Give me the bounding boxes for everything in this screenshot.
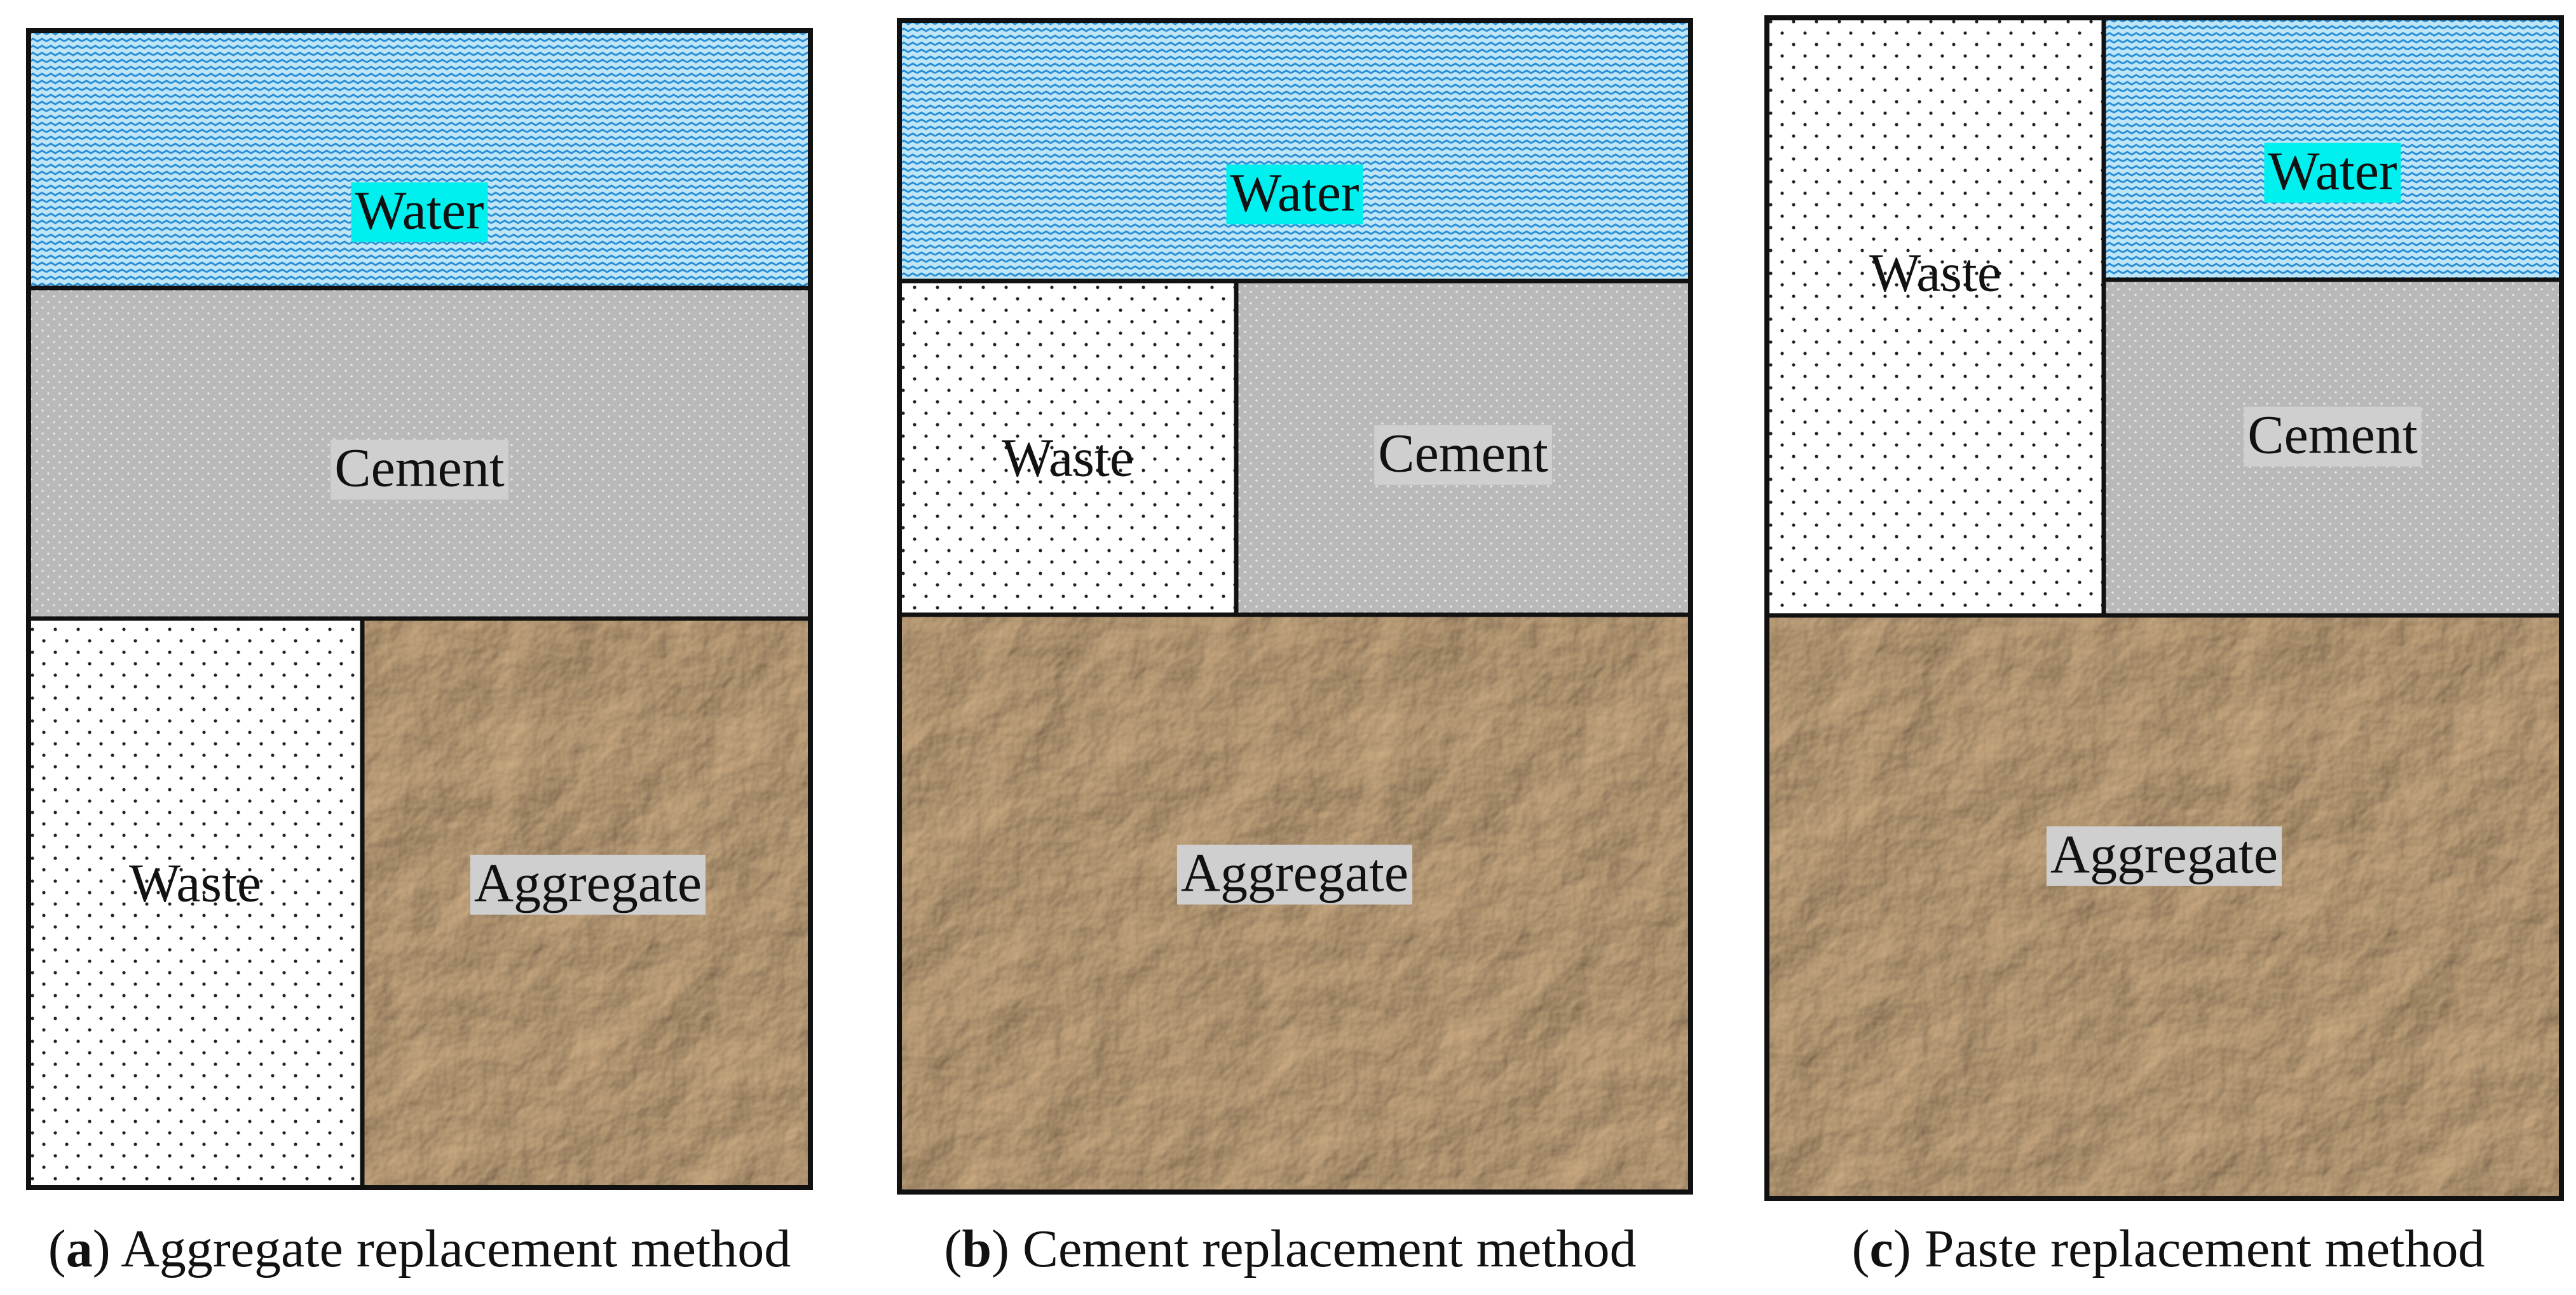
aggregate-label-highlight [2046, 826, 2282, 886]
aggregate-label-highlight [470, 854, 706, 915]
water-label: Water [2268, 140, 2397, 202]
waste-label: Waste [1002, 427, 1134, 488]
water-label: Water [1230, 162, 1359, 223]
caption-c-text: Paste replacement method [1924, 1219, 2485, 1278]
water-label-highlight [351, 182, 488, 242]
water-label-highlight [1226, 164, 1363, 224]
cement-block-b: Cement [1234, 278, 1693, 617]
caption-b-letter: b [962, 1219, 992, 1278]
panel-frame-a [26, 28, 813, 1190]
waste-label: Waste [129, 853, 261, 914]
cement-block-c: Cement [2101, 277, 2564, 618]
caption-a-text: Aggregate replacement method [121, 1219, 791, 1278]
caption-c: (c) Paste replacement method [1851, 1219, 2485, 1278]
rock-texture-icon [1767, 615, 2561, 1198]
cement-label: Cement [334, 437, 505, 498]
cement-block-a: Cement [26, 285, 813, 621]
panel-frame-c [1764, 15, 2564, 1201]
water-label: Water [355, 180, 484, 241]
cement-label-highlight [2244, 406, 2422, 467]
waste-fill [29, 619, 362, 1188]
water-block-a: Water [26, 28, 813, 291]
caption-b-text: Cement replacement method [1023, 1219, 1637, 1278]
caption-a-letter: a [65, 1219, 93, 1278]
waste-block-b: Waste [897, 278, 1239, 617]
waste-fill [899, 281, 1236, 615]
cement-label: Cement [2247, 404, 2418, 465]
cement-label-highlight [1374, 425, 1552, 485]
water-label-highlight [2264, 142, 2401, 203]
caption-b: (b) Cement replacement method [944, 1219, 1637, 1278]
caption-a: (a) Aggregate replacement method [48, 1219, 791, 1278]
aggregate-label: Aggregate [1181, 842, 1408, 903]
caption-c-letter: c [1869, 1219, 1893, 1278]
aggregate-label: Aggregate [2050, 824, 2278, 885]
waste-block-a: Waste [26, 616, 365, 1190]
waste-label: Waste [1869, 242, 2001, 303]
cement-label-highlight [331, 439, 508, 500]
water-block-b: Water [897, 18, 1693, 284]
water-fill [899, 20, 1691, 281]
aggregate-label-highlight [1176, 844, 1413, 905]
water-fill [29, 31, 810, 288]
aggregate-block-c: Aggregate [1764, 613, 2564, 1201]
panel-frame-b [897, 18, 1693, 1195]
cement-label: Cement [1378, 423, 1548, 484]
aggregate-block-b: Aggregate [897, 612, 1693, 1195]
aggregate-block-a: Aggregate [360, 616, 813, 1190]
aggregate-label: Aggregate [474, 853, 702, 914]
waste-block-c: Waste [1764, 15, 2106, 618]
water-block-c: Water [2101, 15, 2564, 282]
waste-fill [1767, 18, 2104, 615]
